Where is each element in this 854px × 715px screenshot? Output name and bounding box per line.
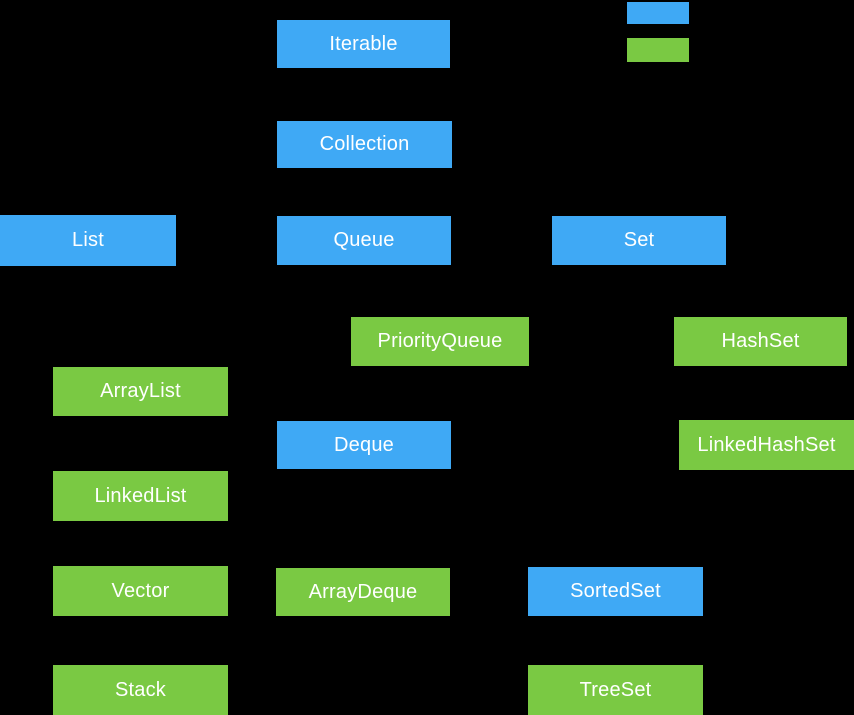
node-treeset: TreeSet [528, 665, 703, 715]
node-label: Queue [333, 229, 395, 251]
node-priorityqueue: PriorityQueue [351, 317, 529, 366]
node-arraylist: ArrayList [53, 367, 228, 416]
node-queue: Queue [277, 216, 451, 265]
node-linkedlist: LinkedList [53, 471, 228, 521]
node-label: PriorityQueue [377, 330, 503, 352]
node-iterable: Iterable [277, 20, 450, 68]
legend-green-class-swatch [627, 38, 689, 62]
node-stack: Stack [53, 665, 228, 715]
node-label: Vector [111, 579, 170, 602]
node-sortedset: SortedSet [528, 567, 703, 616]
node-list: List [0, 215, 176, 266]
node-linkedhashset: LinkedHashSet [679, 420, 854, 470]
node-set: Set [552, 216, 726, 265]
legend-blue-interface-swatch [627, 2, 689, 24]
node-label: LinkedList [94, 484, 187, 507]
node-label: List [72, 229, 104, 251]
node-vector: Vector [53, 566, 228, 616]
node-label: SortedSet [570, 580, 661, 602]
node-label: Set [623, 229, 655, 251]
node-label: Deque [334, 433, 394, 456]
node-label: ArrayList [100, 380, 181, 402]
node-label: HashSet [721, 330, 800, 352]
node-label: LinkedHashSet [697, 433, 836, 456]
node-arraydeque: ArrayDeque [276, 568, 450, 616]
node-label: Iterable [329, 32, 398, 55]
node-label: Stack [114, 678, 167, 701]
node-label: ArrayDeque [308, 580, 418, 603]
node-label: Collection [319, 133, 410, 155]
node-collection: Collection [277, 121, 452, 168]
node-hashset: HashSet [674, 317, 847, 366]
node-deque: Deque [277, 421, 451, 469]
node-label: TreeSet [579, 678, 652, 701]
